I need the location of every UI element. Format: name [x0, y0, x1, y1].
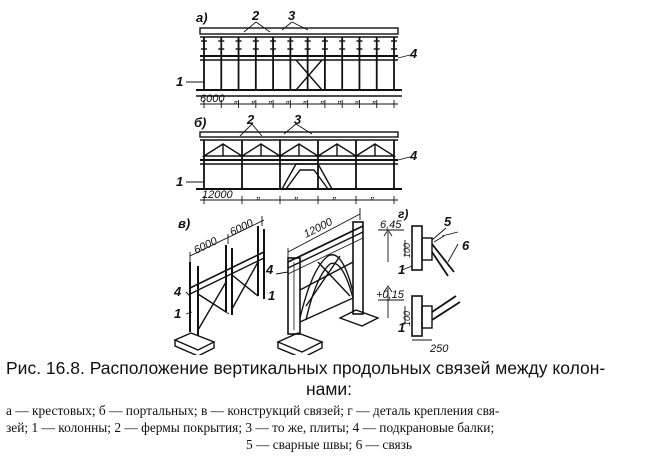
dim-a-ditto: „	[234, 93, 239, 105]
callout-1-g-top: 1	[398, 262, 405, 277]
dim-g-level-bottom: +0,15	[376, 289, 405, 301]
panel-g-label: г)	[398, 207, 408, 221]
panel-b-portal-bracing	[196, 131, 402, 204]
callout-4-b: 4	[409, 148, 418, 163]
callout-4-v-right: 4	[265, 262, 274, 277]
callout-1-b: 1	[176, 174, 183, 189]
caption-title: Рис. 16.8. Расположение вертикальных про…	[6, 358, 652, 400]
panel-b-label: б)	[194, 115, 206, 130]
panel-a-cross-bracing	[196, 27, 402, 108]
dim-a-ditto: „	[320, 93, 325, 105]
caption-title-line-1: Рис. 16.8. Расположение вертикальных про…	[6, 358, 606, 378]
callout-1-v-right: 1	[268, 288, 275, 303]
callout-6-g: 6	[462, 238, 470, 253]
structural-drawing: а) б) в) г) 2 3 4 1 2 3 4 1 4 1 4 1 5 6 …	[173, 8, 470, 355]
dim-g-level-top: 6,45	[380, 219, 402, 231]
panel-v-bracing-structures	[173, 208, 380, 355]
dim-a-ditto: „	[285, 93, 290, 105]
dim-v-span-1: 6000	[192, 235, 220, 257]
dim-b-ditto: „	[332, 189, 337, 201]
callout-3-b: 3	[294, 112, 302, 127]
callout-4-a: 4	[409, 46, 418, 61]
figure-caption: Рис. 16.8. Расположение вертикальных про…	[6, 358, 652, 453]
caption-title-line-2: нами:	[305, 379, 353, 399]
dim-b-ditto: „	[256, 189, 261, 201]
dim-a-ditto: „	[251, 93, 256, 105]
panel-g-fixing-detail	[378, 225, 461, 341]
dim-g-100-top: 100	[402, 243, 412, 258]
caption-legend-line-2: зей; 1 — колонны; 2 — фермы покрытия; 3 …	[6, 420, 495, 435]
dim-g-250: 250	[429, 343, 449, 355]
dim-a-ditto: „	[354, 93, 359, 105]
dim-a-ditto: „	[337, 93, 342, 105]
caption-legend-line-3: 5 — сварные швы; 6 — связь	[245, 437, 413, 452]
callout-2-b: 2	[246, 112, 255, 127]
caption-legend-line-1: а — крестовых; б — портальных; в — конст…	[6, 403, 500, 418]
dim-b-span: 12000	[202, 189, 233, 201]
dim-v-span-3: 12000	[302, 216, 335, 241]
callout-1-g-bottom: 1	[398, 320, 405, 335]
dim-v-span-2: 6000	[228, 217, 256, 239]
dim-g-100-bottom: 100	[402, 311, 412, 326]
dim-b-ditto: „	[370, 189, 375, 201]
callout-5-g: 5	[444, 214, 452, 229]
dim-b-ditto: „	[294, 189, 299, 201]
dim-a-ditto: „	[268, 93, 273, 105]
dim-a-ditto: „	[303, 93, 308, 105]
dim-a-span: 6000	[200, 93, 225, 105]
leader-lines	[185, 21, 459, 315]
caption-legend: а — крестовых; б — портальных; в — конст…	[6, 402, 652, 453]
panel-a-label: а)	[196, 10, 208, 25]
callout-1-a: 1	[176, 74, 183, 89]
callout-1-v-left: 1	[174, 306, 181, 321]
callout-4-v-left: 4	[173, 284, 182, 299]
callout-2-a: 2	[251, 8, 260, 23]
dim-a-ditto: „	[372, 93, 377, 105]
callout-3-a: 3	[288, 8, 296, 23]
panel-v-label: в)	[178, 216, 190, 231]
